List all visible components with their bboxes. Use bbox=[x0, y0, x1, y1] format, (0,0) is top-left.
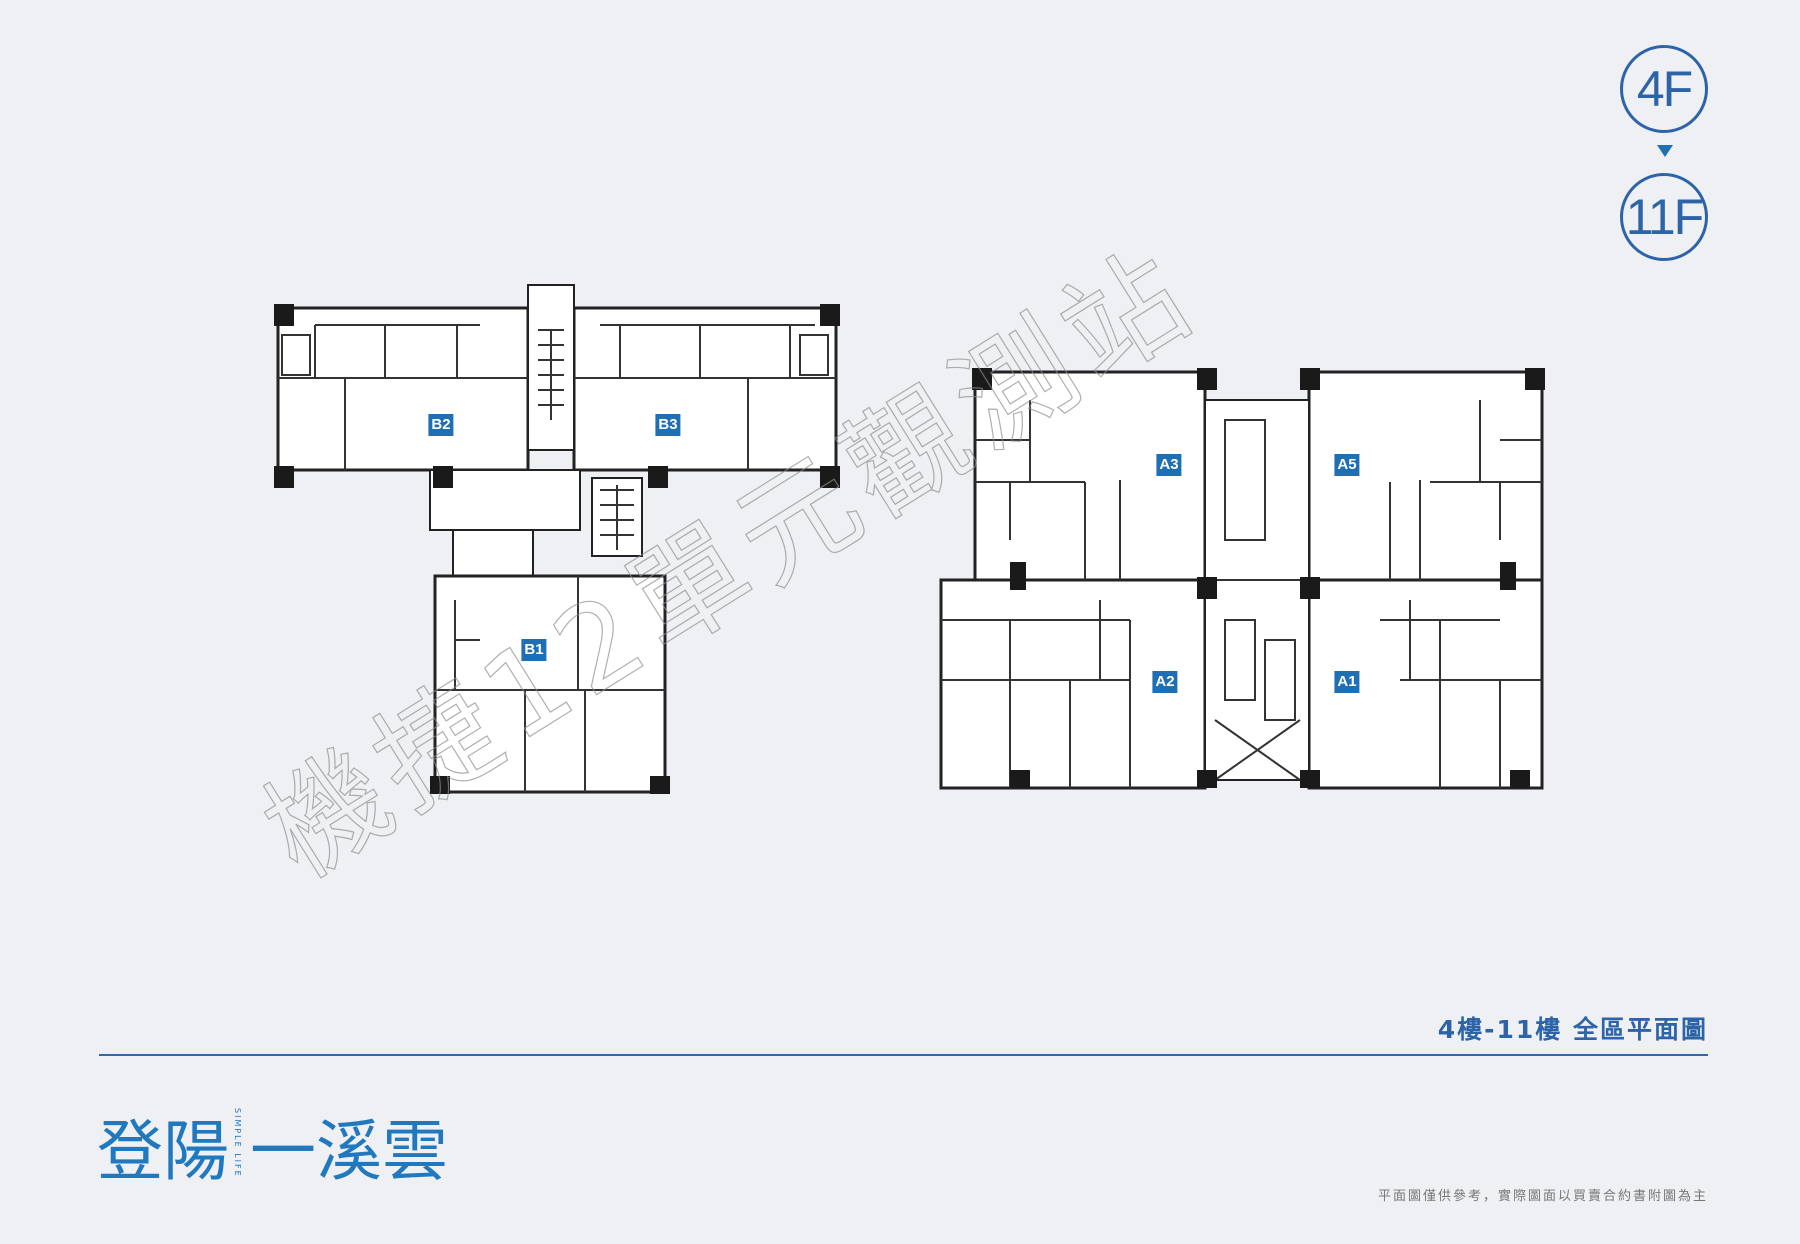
unit-label-b2: B2 bbox=[428, 414, 454, 436]
disclaimer: 平面圖僅供參考，實際圖面以買賣合約書附圖為主 bbox=[1377, 1189, 1708, 1204]
plan-title: 4樓-11樓 全區平面圖 bbox=[1437, 1015, 1708, 1044]
lobby-b bbox=[429, 469, 581, 531]
logo-name-part1: 登陽 bbox=[97, 1113, 229, 1190]
logo-tagline: SIMPLE LIFE bbox=[233, 1108, 242, 1178]
unit-label-a1: A1 bbox=[1334, 671, 1360, 693]
core-a bbox=[1204, 399, 1310, 781]
elevator-b bbox=[452, 529, 534, 577]
interior-walls bbox=[278, 324, 1542, 792]
unit-a5-outline bbox=[1307, 370, 1544, 582]
structural-columns bbox=[274, 304, 1545, 794]
unit-label-a3: A3 bbox=[1156, 454, 1182, 476]
unit-label-b3: B3 bbox=[655, 414, 681, 436]
unit-b2-outline bbox=[276, 306, 530, 472]
unit-label-b1: B1 bbox=[521, 639, 547, 661]
divider bbox=[99, 1054, 1708, 1056]
unit-b3-outline bbox=[572, 306, 838, 472]
unit-b1-outline bbox=[433, 574, 667, 794]
arrow-down-icon bbox=[1657, 145, 1673, 157]
brand-logo: 登陽 SIMPLE LIFE 一溪雲 bbox=[97, 1098, 448, 1194]
unit-label-a5: A5 bbox=[1334, 454, 1360, 476]
logo-name-part2: 一溪雲 bbox=[250, 1113, 448, 1190]
unit-label-a2: A2 bbox=[1152, 671, 1178, 693]
floor-badge-from: 4F bbox=[1620, 45, 1708, 133]
floor-badge-to: 11F bbox=[1620, 173, 1708, 261]
